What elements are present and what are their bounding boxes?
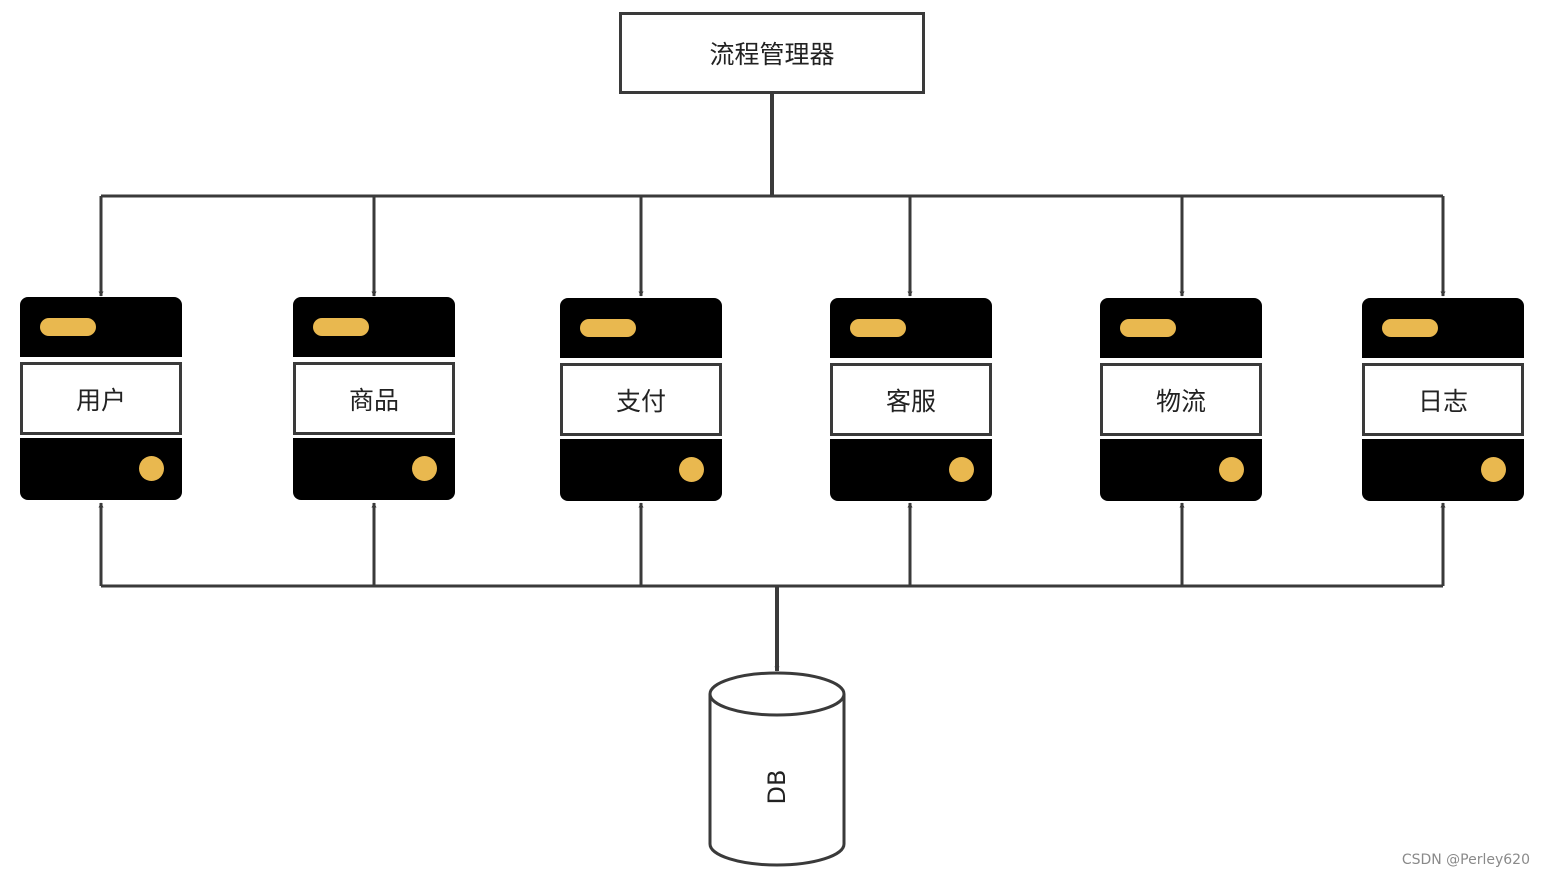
service-label: 商品 — [348, 385, 399, 415]
service-label: 客服 — [885, 386, 936, 416]
service-top-panel — [1362, 298, 1524, 358]
service-top-panel — [20, 297, 182, 357]
power-indicator-icon — [679, 457, 704, 482]
service-node: 用户 — [20, 297, 182, 500]
process-manager-label: 流程管理器 — [709, 40, 835, 69]
service-top-panel — [560, 298, 722, 358]
service-label-box: 客服 — [830, 363, 992, 436]
service-node: 支付 — [560, 298, 722, 501]
service-label-box: 物流 — [1100, 363, 1262, 436]
service-top-panel — [1100, 298, 1262, 358]
power-indicator-icon — [949, 457, 974, 482]
service-label: 用户 — [75, 385, 126, 415]
service-label-box: 支付 — [560, 363, 722, 436]
watermark: CSDN @Perley620 — [1401, 852, 1530, 868]
service-bottom-panel — [560, 439, 722, 501]
service-top-panel — [830, 298, 992, 358]
service-label: 日志 — [1417, 386, 1468, 416]
database-top — [708, 671, 846, 717]
status-light-icon — [1382, 319, 1438, 337]
service-bottom-panel — [293, 438, 455, 500]
service-label-box: 商品 — [293, 362, 455, 435]
service-node: 客服 — [830, 298, 992, 501]
service-top-panel — [293, 297, 455, 357]
service-bottom-panel — [1100, 439, 1262, 501]
service-bottom-panel — [20, 438, 182, 500]
status-light-icon — [40, 318, 96, 336]
service-label: 支付 — [615, 386, 666, 416]
status-light-icon — [313, 318, 369, 336]
status-light-icon — [850, 319, 906, 337]
service-label: 物流 — [1155, 386, 1206, 416]
status-light-icon — [580, 319, 636, 337]
service-label-box: 用户 — [20, 362, 182, 435]
service-node: 日志 — [1362, 298, 1524, 501]
database-label: DB — [763, 769, 791, 805]
power-indicator-icon — [139, 456, 164, 481]
power-indicator-icon — [1219, 457, 1244, 482]
status-light-icon — [1120, 319, 1176, 337]
process-manager-box: 流程管理器 — [619, 12, 925, 94]
power-indicator-icon — [412, 456, 437, 481]
database-cylinder — [708, 671, 846, 867]
service-label-box: 日志 — [1362, 363, 1524, 436]
service-bottom-panel — [830, 439, 992, 501]
power-indicator-icon — [1481, 457, 1506, 482]
service-node: 商品 — [293, 297, 455, 500]
service-node: 物流 — [1100, 298, 1262, 501]
service-bottom-panel — [1362, 439, 1524, 501]
database-body — [708, 694, 846, 867]
